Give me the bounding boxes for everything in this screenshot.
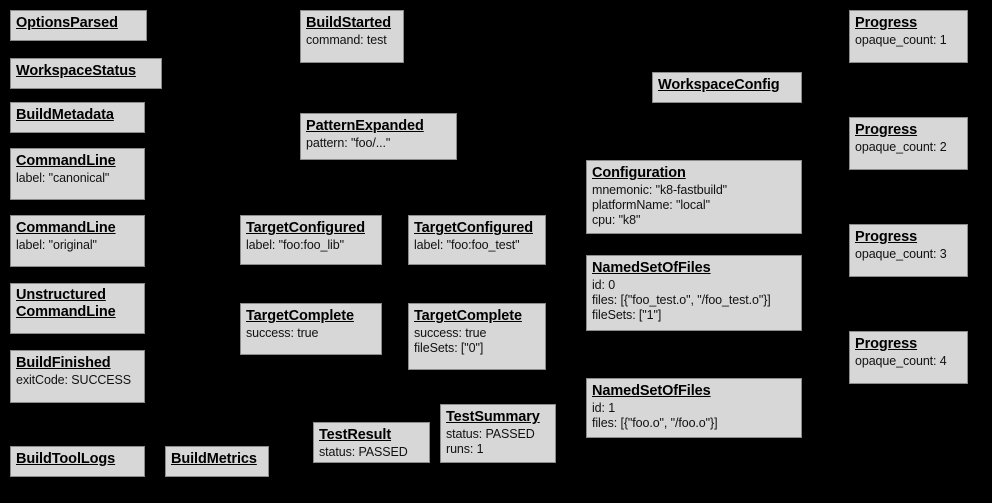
event-node-progress-2[interactable]: Progress opaque_count: 2 bbox=[849, 117, 968, 170]
event-node-fields: id: 1 files: [{"foo.o", "/foo.o"}] bbox=[592, 401, 718, 430]
event-node-title: Configuration bbox=[592, 165, 686, 181]
event-node-build-finished[interactable]: BuildFinished exitCode: SUCCESS bbox=[10, 350, 145, 403]
event-node-fields: exitCode: SUCCESS bbox=[16, 373, 132, 387]
event-node-fields: id: 0 files: [{"foo_test.o", "/foo_test.… bbox=[592, 278, 771, 322]
event-node-fields: pattern: "foo/..." bbox=[306, 136, 391, 150]
event-node-fields: opaque_count: 3 bbox=[855, 247, 947, 261]
event-node-title: WorkspaceStatus bbox=[16, 63, 136, 79]
event-node-fields: status: PASSED runs: 1 bbox=[446, 427, 535, 456]
event-node-test-summary[interactable]: TestSummary status: PASSED runs: 1 bbox=[440, 404, 556, 463]
event-node-command-line-original[interactable]: CommandLine label: "original" bbox=[10, 215, 145, 267]
event-node-title: OptionsParsed bbox=[16, 15, 118, 31]
event-node-fields: label: "foo:foo_test" bbox=[414, 238, 520, 252]
event-node-progress-4[interactable]: Progress opaque_count: 4 bbox=[849, 331, 968, 384]
event-node-target-configured-foo-lib[interactable]: TargetConfigured label: "foo:foo_lib" bbox=[240, 215, 382, 265]
event-node-title: BuildStarted bbox=[306, 15, 392, 31]
event-node-title: CommandLine bbox=[16, 153, 116, 169]
event-node-title: WorkspaceConfig bbox=[658, 77, 780, 93]
event-node-title: Progress bbox=[855, 15, 918, 31]
event-node-fields: command: test bbox=[306, 33, 387, 47]
event-node-workspace-config[interactable]: WorkspaceConfig bbox=[652, 72, 802, 103]
event-node-fields: status: PASSED bbox=[319, 445, 408, 459]
event-node-fields: label: "canonical" bbox=[16, 171, 110, 185]
event-node-title: NamedSetOfFiles bbox=[592, 383, 711, 399]
event-node-named-set-of-files-0[interactable]: NamedSetOfFiles id: 0 files: [{"foo_test.… bbox=[586, 255, 802, 331]
event-node-progress-1[interactable]: Progress opaque_count: 1 bbox=[849, 10, 968, 63]
event-node-title: NamedSetOfFiles bbox=[592, 260, 711, 276]
event-node-fields: opaque_count: 2 bbox=[855, 140, 947, 154]
event-node-build-metrics[interactable]: BuildMetrics bbox=[165, 446, 269, 477]
event-node-title: TargetConfigured bbox=[246, 220, 365, 236]
event-node-target-complete-foo-lib[interactable]: TargetComplete success: true bbox=[240, 303, 382, 355]
event-node-title: Progress bbox=[855, 336, 918, 352]
event-node-named-set-of-files-1[interactable]: NamedSetOfFiles id: 1 files: [{"foo.o", "… bbox=[586, 378, 802, 438]
event-node-title: PatternExpanded bbox=[306, 118, 424, 134]
event-node-title: BuildToolLogs bbox=[16, 451, 116, 467]
event-node-progress-3[interactable]: Progress opaque_count: 3 bbox=[849, 224, 968, 277]
event-node-options-parsed[interactable]: OptionsParsed bbox=[10, 10, 147, 41]
event-node-build-metadata[interactable]: BuildMetadata bbox=[10, 102, 145, 133]
event-node-workspace-status[interactable]: WorkspaceStatus bbox=[10, 58, 162, 89]
event-node-title: Progress bbox=[855, 229, 918, 245]
event-node-command-line-canonical[interactable]: CommandLine label: "canonical" bbox=[10, 148, 145, 200]
event-node-title: CommandLine bbox=[16, 220, 116, 236]
event-node-fields: label: "original" bbox=[16, 238, 97, 252]
event-node-title: BuildMetrics bbox=[171, 451, 257, 467]
event-node-fields: mnemonic: "k8-fastbuild" platformName: "… bbox=[592, 183, 728, 227]
event-node-title: TestResult bbox=[319, 427, 392, 443]
event-node-configuration[interactable]: Configuration mnemonic: "k8-fastbuild" pl… bbox=[586, 160, 802, 234]
event-node-test-result[interactable]: TestResult status: PASSED bbox=[313, 422, 430, 463]
event-node-target-configured-foo-test[interactable]: TargetConfigured label: "foo:foo_test" bbox=[408, 215, 546, 265]
event-node-title: BuildFinished bbox=[16, 355, 111, 371]
event-node-unstructured-command-line[interactable]: Unstructured CommandLine bbox=[10, 283, 145, 334]
event-node-build-tool-logs[interactable]: BuildToolLogs bbox=[10, 446, 145, 477]
event-node-title: BuildMetadata bbox=[16, 107, 114, 123]
event-node-fields: opaque_count: 1 bbox=[855, 33, 947, 47]
event-node-fields: opaque_count: 4 bbox=[855, 354, 947, 368]
event-node-target-complete-foo-test[interactable]: TargetComplete success: true fileSets: ["… bbox=[408, 303, 546, 370]
event-node-pattern-expanded[interactable]: PatternExpanded pattern: "foo/..." bbox=[300, 113, 457, 160]
event-node-fields: success: true bbox=[246, 326, 319, 340]
event-node-title: TargetConfigured bbox=[414, 220, 533, 236]
event-node-fields: label: "foo:foo_lib" bbox=[246, 238, 344, 252]
event-node-build-started[interactable]: BuildStarted command: test bbox=[300, 10, 404, 63]
event-node-title: Progress bbox=[855, 122, 918, 138]
event-node-title: Unstructured CommandLine bbox=[16, 287, 116, 320]
event-node-title: TargetComplete bbox=[246, 308, 354, 324]
event-node-title: TestSummary bbox=[446, 409, 540, 425]
event-node-title: TargetComplete bbox=[414, 308, 522, 324]
event-node-fields: success: true fileSets: ["0"] bbox=[414, 326, 487, 355]
